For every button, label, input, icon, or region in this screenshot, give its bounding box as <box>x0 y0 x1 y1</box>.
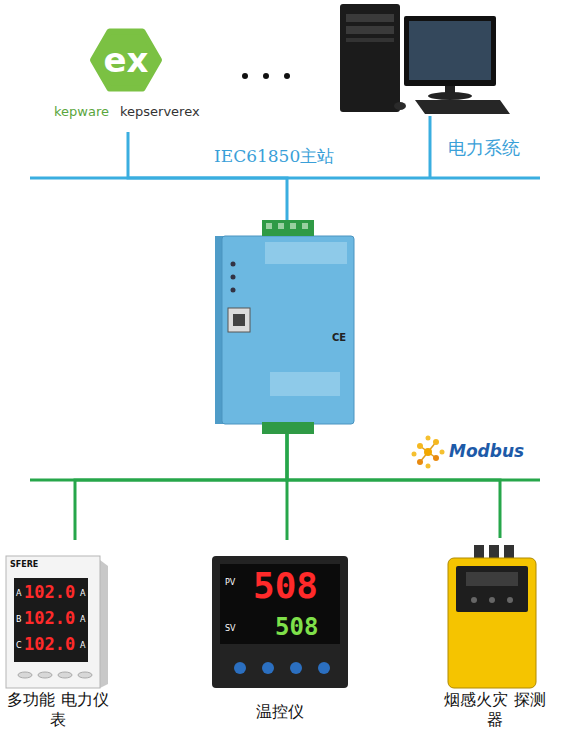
text-holder: B <box>16 615 22 625</box>
temperature-controller <box>212 556 348 688</box>
gateway-node: CE <box>212 220 362 434</box>
modbus-logo <box>412 436 445 469</box>
text-holder: A <box>80 641 85 651</box>
text-holder: 508 <box>275 614 318 640</box>
node-text: A <box>16 589 21 599</box>
text-holder: 508 <box>253 566 318 606</box>
power-meter-node: SFEREA102.0AB102.0AC102.0A多功能 电力仪表 <box>2 540 114 738</box>
node-text: 508 <box>253 566 318 606</box>
text-holder: A <box>16 589 21 599</box>
node-text: SFERE <box>10 560 38 570</box>
power-meter <box>6 556 108 688</box>
text-holder: SFERE <box>10 560 38 570</box>
text-holder: PV <box>225 578 235 588</box>
text-holder: CE <box>332 332 346 345</box>
node-text: 508 <box>275 614 318 640</box>
node-text: 102.0 <box>24 608 75 628</box>
node-text: A <box>80 615 85 625</box>
text-holder: 多功能 电力仪表 <box>2 690 114 731</box>
smoke-detector-node: 烟感火灾 探测器 <box>440 538 550 738</box>
bus-connector <box>128 132 287 220</box>
bus-connector <box>75 434 287 540</box>
text-holder: 102.0 <box>24 582 75 602</box>
bus-label: IEC61850主站 <box>214 146 334 167</box>
ellipsis-dots <box>242 73 290 79</box>
node-text: CE <box>332 332 346 345</box>
gateway-device <box>215 220 354 434</box>
node-text: A <box>80 589 85 599</box>
node-text: B <box>16 615 22 625</box>
node-text: kepserverex <box>120 104 200 120</box>
device-caption: 温控仪 <box>205 702 355 722</box>
node-text: A <box>80 641 85 651</box>
text-holder: 烟感火灾 探测器 <box>440 690 550 731</box>
text-holder: 102.0 <box>24 634 75 654</box>
device-caption: 多功能 电力仪表 <box>2 690 114 731</box>
text-holder: ex <box>96 43 156 77</box>
text-holder: kepware <box>54 104 109 120</box>
text-holder: 102.0 <box>24 608 75 628</box>
node-text: PV <box>225 578 235 588</box>
temp-controller-node: PV508SV508温控仪 <box>205 540 355 738</box>
text-holder: A <box>80 589 85 599</box>
text-holder: 温控仪 <box>205 702 355 722</box>
node-text: SV <box>225 624 236 634</box>
text-holder: C <box>16 641 22 651</box>
text-holder: A <box>80 615 85 625</box>
node-text: kepware <box>54 104 109 120</box>
node-text: ex <box>96 43 156 77</box>
text-holder: kepserverex <box>120 104 200 120</box>
node-text: 102.0 <box>24 582 75 602</box>
device-caption: 烟感火灾 探测器 <box>440 690 550 731</box>
kepware-node: ex kepware kepserverex <box>50 28 206 132</box>
protocol-label: Modbus <box>449 441 524 462</box>
pc-drop <box>429 116 432 178</box>
computer-icon <box>340 4 510 114</box>
smoke-detector <box>448 545 536 688</box>
kepware-logo <box>93 31 159 88</box>
system-label: 电力系统 <box>448 137 520 160</box>
text-holder: SV <box>225 624 236 634</box>
node-text: C <box>16 641 22 651</box>
node-text: 102.0 <box>24 634 75 654</box>
